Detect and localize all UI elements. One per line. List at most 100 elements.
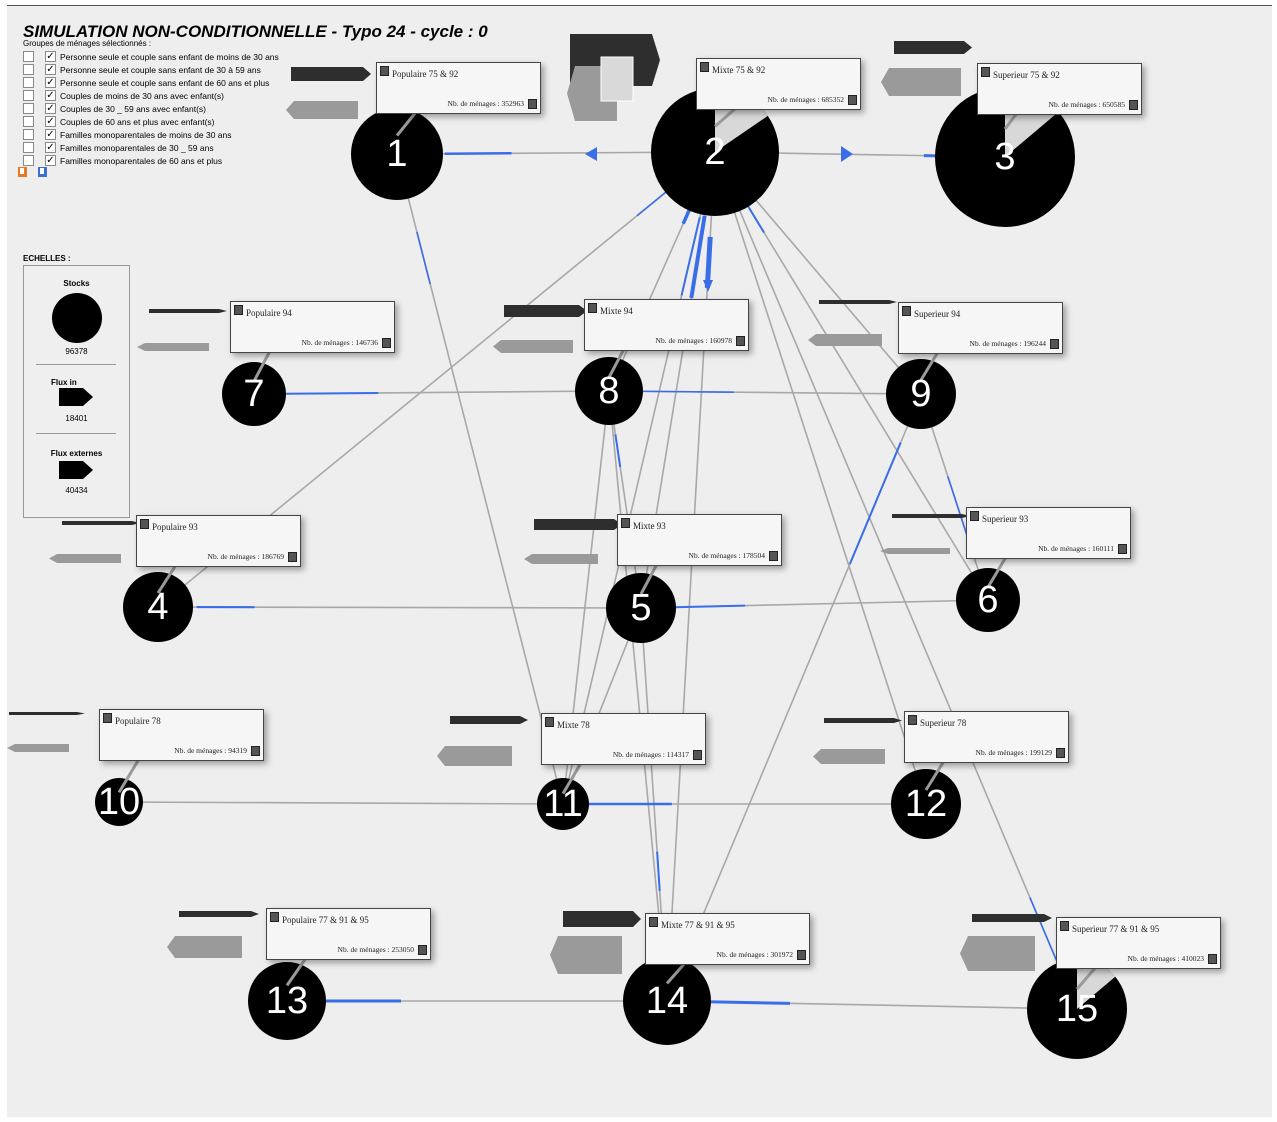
toggle-square-icon[interactable] xyxy=(140,519,149,529)
flux-internes-label: Flux in xyxy=(51,378,77,387)
flow-link-blue xyxy=(689,215,707,299)
detail-square-icon[interactable] xyxy=(382,338,391,348)
node-name: Mixte 78 xyxy=(557,720,590,730)
node-household-count: Nb. de ménages : 160978 xyxy=(655,336,732,345)
label-pointer xyxy=(639,563,659,595)
toggle-square-icon[interactable] xyxy=(545,717,554,727)
group-toggle-checkbox[interactable] xyxy=(23,155,34,167)
group-toggle-checkbox[interactable] xyxy=(23,129,34,141)
node-household-count: Nb. de ménages : 94319 xyxy=(174,746,247,755)
detail-square-icon[interactable] xyxy=(288,552,297,562)
detail-square-icon[interactable] xyxy=(769,551,778,561)
toggle-square-icon[interactable] xyxy=(270,912,279,922)
detail-square-icon[interactable] xyxy=(693,750,702,760)
detail-square-icon[interactable] xyxy=(797,950,806,960)
group-selected-checkbox[interactable]: ✓ xyxy=(45,51,56,63)
group-row: ✓ Familles monoparentales de 60 ans et pl… xyxy=(23,154,223,167)
group-label: Personne seule et couple sans enfant de … xyxy=(60,77,270,88)
toggle-square-icon[interactable] xyxy=(234,305,243,315)
group-selected-checkbox[interactable]: ✓ xyxy=(45,64,56,76)
detail-square-icon[interactable] xyxy=(1129,100,1138,110)
group-toggle-checkbox[interactable] xyxy=(23,103,34,115)
toggle-square-icon[interactable] xyxy=(588,303,597,313)
orange-export-icon[interactable] xyxy=(18,164,27,177)
toggle-square-icon[interactable] xyxy=(700,62,709,72)
group-toggle-checkbox[interactable] xyxy=(23,116,34,128)
group-toggle-checkbox[interactable] xyxy=(23,64,34,76)
group-selected-checkbox[interactable]: ✓ xyxy=(45,90,56,102)
node-name: Mixte 77 & 91 & 95 xyxy=(661,920,735,930)
flux-internes-value: 18401 xyxy=(65,414,88,423)
detail-square-icon[interactable] xyxy=(528,99,537,109)
toggle-square-icon[interactable] xyxy=(902,306,911,316)
flow-link xyxy=(714,151,927,805)
external-inflow-arrow xyxy=(550,936,622,974)
detail-square-icon[interactable] xyxy=(848,95,857,105)
toggle-square-icon[interactable] xyxy=(649,917,658,927)
node-circle-14 xyxy=(623,957,711,1045)
external-inflow-arrow xyxy=(437,746,512,766)
group-row: ✓Couples de 30 _ 59 ans avec enfant(s) xyxy=(23,102,206,115)
flow-link-blue xyxy=(947,476,969,539)
group-selected-checkbox[interactable]: ✓ xyxy=(45,129,56,141)
scale-divider xyxy=(36,433,116,434)
toggle-square-icon[interactable] xyxy=(1060,921,1069,931)
flow-link-blue xyxy=(704,236,713,288)
group-selected-checkbox[interactable]: ✓ xyxy=(45,103,56,115)
node-circle-12 xyxy=(891,769,961,839)
toggle-square-icon[interactable] xyxy=(380,66,389,76)
group-selected-checkbox[interactable]: ✓ xyxy=(45,155,56,167)
group-toggle-checkbox[interactable] xyxy=(23,77,34,89)
detail-square-icon[interactable] xyxy=(736,336,745,346)
toggle-square-icon[interactable] xyxy=(103,713,112,723)
external-inflow-arrow xyxy=(813,749,885,764)
detail-square-icon[interactable] xyxy=(251,746,260,756)
detail-square-icon[interactable] xyxy=(1208,954,1217,964)
flow-arrowhead xyxy=(841,146,853,162)
detail-square-icon[interactable] xyxy=(1050,339,1059,349)
group-toggle-checkbox[interactable] xyxy=(23,90,34,102)
group-label: Familles monoparentales de 60 ans et plu… xyxy=(60,155,223,166)
toggle-square-icon[interactable] xyxy=(970,511,979,521)
group-selected-checkbox[interactable]: ✓ xyxy=(45,142,56,154)
detail-square-icon[interactable] xyxy=(1118,544,1127,554)
node-share-wedge xyxy=(1077,959,1116,1009)
toggle-square-icon[interactable] xyxy=(981,67,990,77)
detail-square-icon[interactable] xyxy=(418,945,427,955)
group-label: Couples de moins de 30 ans avec enfant(s… xyxy=(60,90,224,101)
external-outflow-arrow xyxy=(62,521,140,525)
blue-export-icon[interactable] xyxy=(38,164,47,177)
node-circle-11 xyxy=(537,778,589,830)
label-pointer xyxy=(1075,966,1098,990)
group-toggle-checkbox[interactable] xyxy=(23,51,34,63)
external-outflow-arrow xyxy=(9,712,85,715)
scales-title: ECHELLES : xyxy=(23,254,71,263)
detail-square-icon[interactable] xyxy=(1056,748,1065,758)
group-selected-checkbox[interactable]: ✓ xyxy=(45,77,56,89)
label-pointer xyxy=(665,962,687,985)
external-outflow-arrow xyxy=(504,305,587,317)
group-selected-checkbox[interactable]: ✓ xyxy=(45,116,56,128)
external-inflow-arrow xyxy=(167,936,242,958)
toggle-square-icon[interactable] xyxy=(908,715,917,725)
flow-graph xyxy=(7,34,1127,1059)
group-toggle-checkbox[interactable] xyxy=(23,142,34,154)
toggle-square-icon[interactable] xyxy=(621,518,630,528)
label-pointer xyxy=(919,351,940,381)
flow-arrowhead xyxy=(585,147,597,161)
